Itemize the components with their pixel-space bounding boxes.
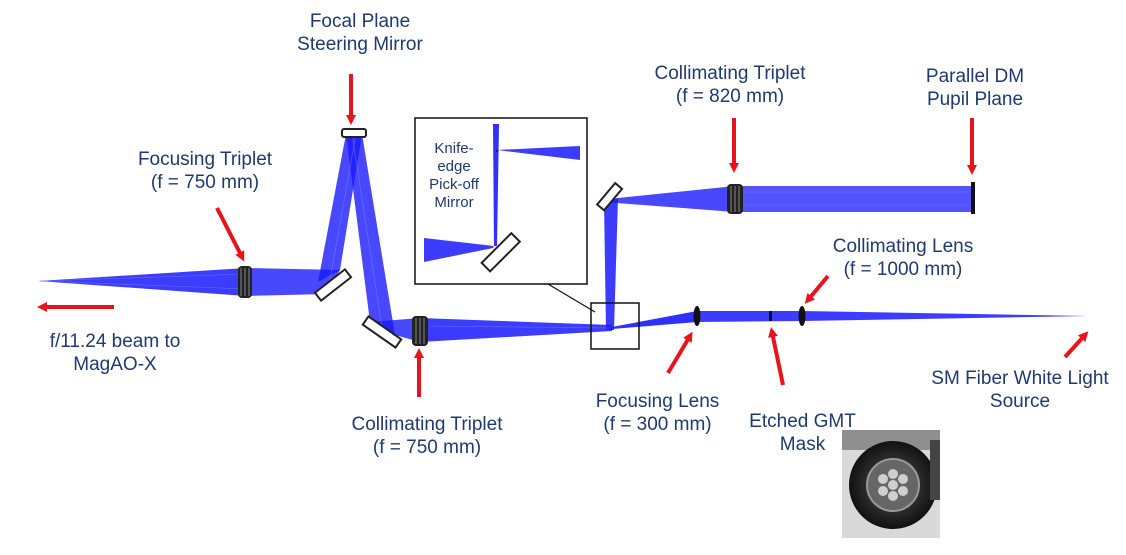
label-collimating-triplet-750: Collimating Triplet (f = 750 mm) xyxy=(351,414,503,458)
beam-upper-fold-to-triplet xyxy=(604,186,735,212)
label-collimating-lens: Collimating Lens (f = 1000 mm) xyxy=(832,236,974,280)
beam-triplet-to-fold xyxy=(246,268,340,296)
label-focusing-triplet-750: Focusing Triplet (f = 750 mm) xyxy=(137,149,273,193)
red-arrow-icon xyxy=(1063,331,1089,359)
fold-mirror-3 xyxy=(595,181,624,212)
red-arrow-icon xyxy=(666,331,693,375)
label-etched-gmt-mask: Etched GMT Mask xyxy=(749,411,856,455)
collimating-lens-optic xyxy=(798,306,806,326)
label-source: SM Fiber White Light Source xyxy=(931,368,1109,412)
collimating-triplet-820-optic xyxy=(727,184,743,214)
label-focal-plane-steering-mirror: Focal Plane Steering Mirror xyxy=(297,11,423,55)
beam-focusing-lens-to-pickoff xyxy=(612,311,697,329)
label-output-beam: f/11.24 beam to MagAO-X xyxy=(49,331,181,375)
fold-mirror-1 xyxy=(313,267,353,303)
focusing-triplet-750-optic xyxy=(238,266,252,298)
red-arrow-icon xyxy=(804,274,830,304)
beam-collimated-lens-section xyxy=(697,311,802,322)
fold-mirror-2 xyxy=(361,315,403,349)
zoom-leader-line xyxy=(547,283,596,313)
focal-plane-steering-mirror-optic xyxy=(341,128,367,138)
label-knife-edge-mirror: Knife- edge Pick-off Mirror xyxy=(429,140,479,211)
beam-pickoff-to-upper-fold xyxy=(604,198,618,330)
focusing-lens-optic xyxy=(693,306,701,326)
beam-paths xyxy=(38,134,1088,342)
annotation-arrows xyxy=(37,74,1089,397)
beam-triplet-to-dm xyxy=(735,186,974,212)
parallel-dm-optic xyxy=(971,182,975,214)
collimating-triplet-750-optic xyxy=(412,316,428,346)
etched-gmt-mask-photo-icon xyxy=(842,430,940,538)
red-arrow-icon xyxy=(768,327,785,386)
beam-source-cone xyxy=(802,311,1088,321)
optics xyxy=(238,128,975,349)
red-arrow-icon xyxy=(215,207,245,262)
beam-output-cone xyxy=(38,268,246,296)
beam-lower-fold-to-triplet xyxy=(370,318,420,342)
ray-lines xyxy=(39,133,972,329)
gmt-mask-optic xyxy=(769,311,772,321)
inset-panel xyxy=(414,117,588,285)
beam-triplet-to-pickoff xyxy=(420,318,612,342)
label-collimating-triplet-820: Collimating Triplet (f = 820 mm) xyxy=(654,63,806,107)
pickoff-zoom-box xyxy=(590,302,640,350)
label-focusing-lens: Focusing Lens (f = 300 mm) xyxy=(595,391,720,435)
label-parallel-dm: Parallel DM Pupil Plane xyxy=(925,66,1025,110)
beam-steering-to-lower-fold xyxy=(346,134,395,335)
